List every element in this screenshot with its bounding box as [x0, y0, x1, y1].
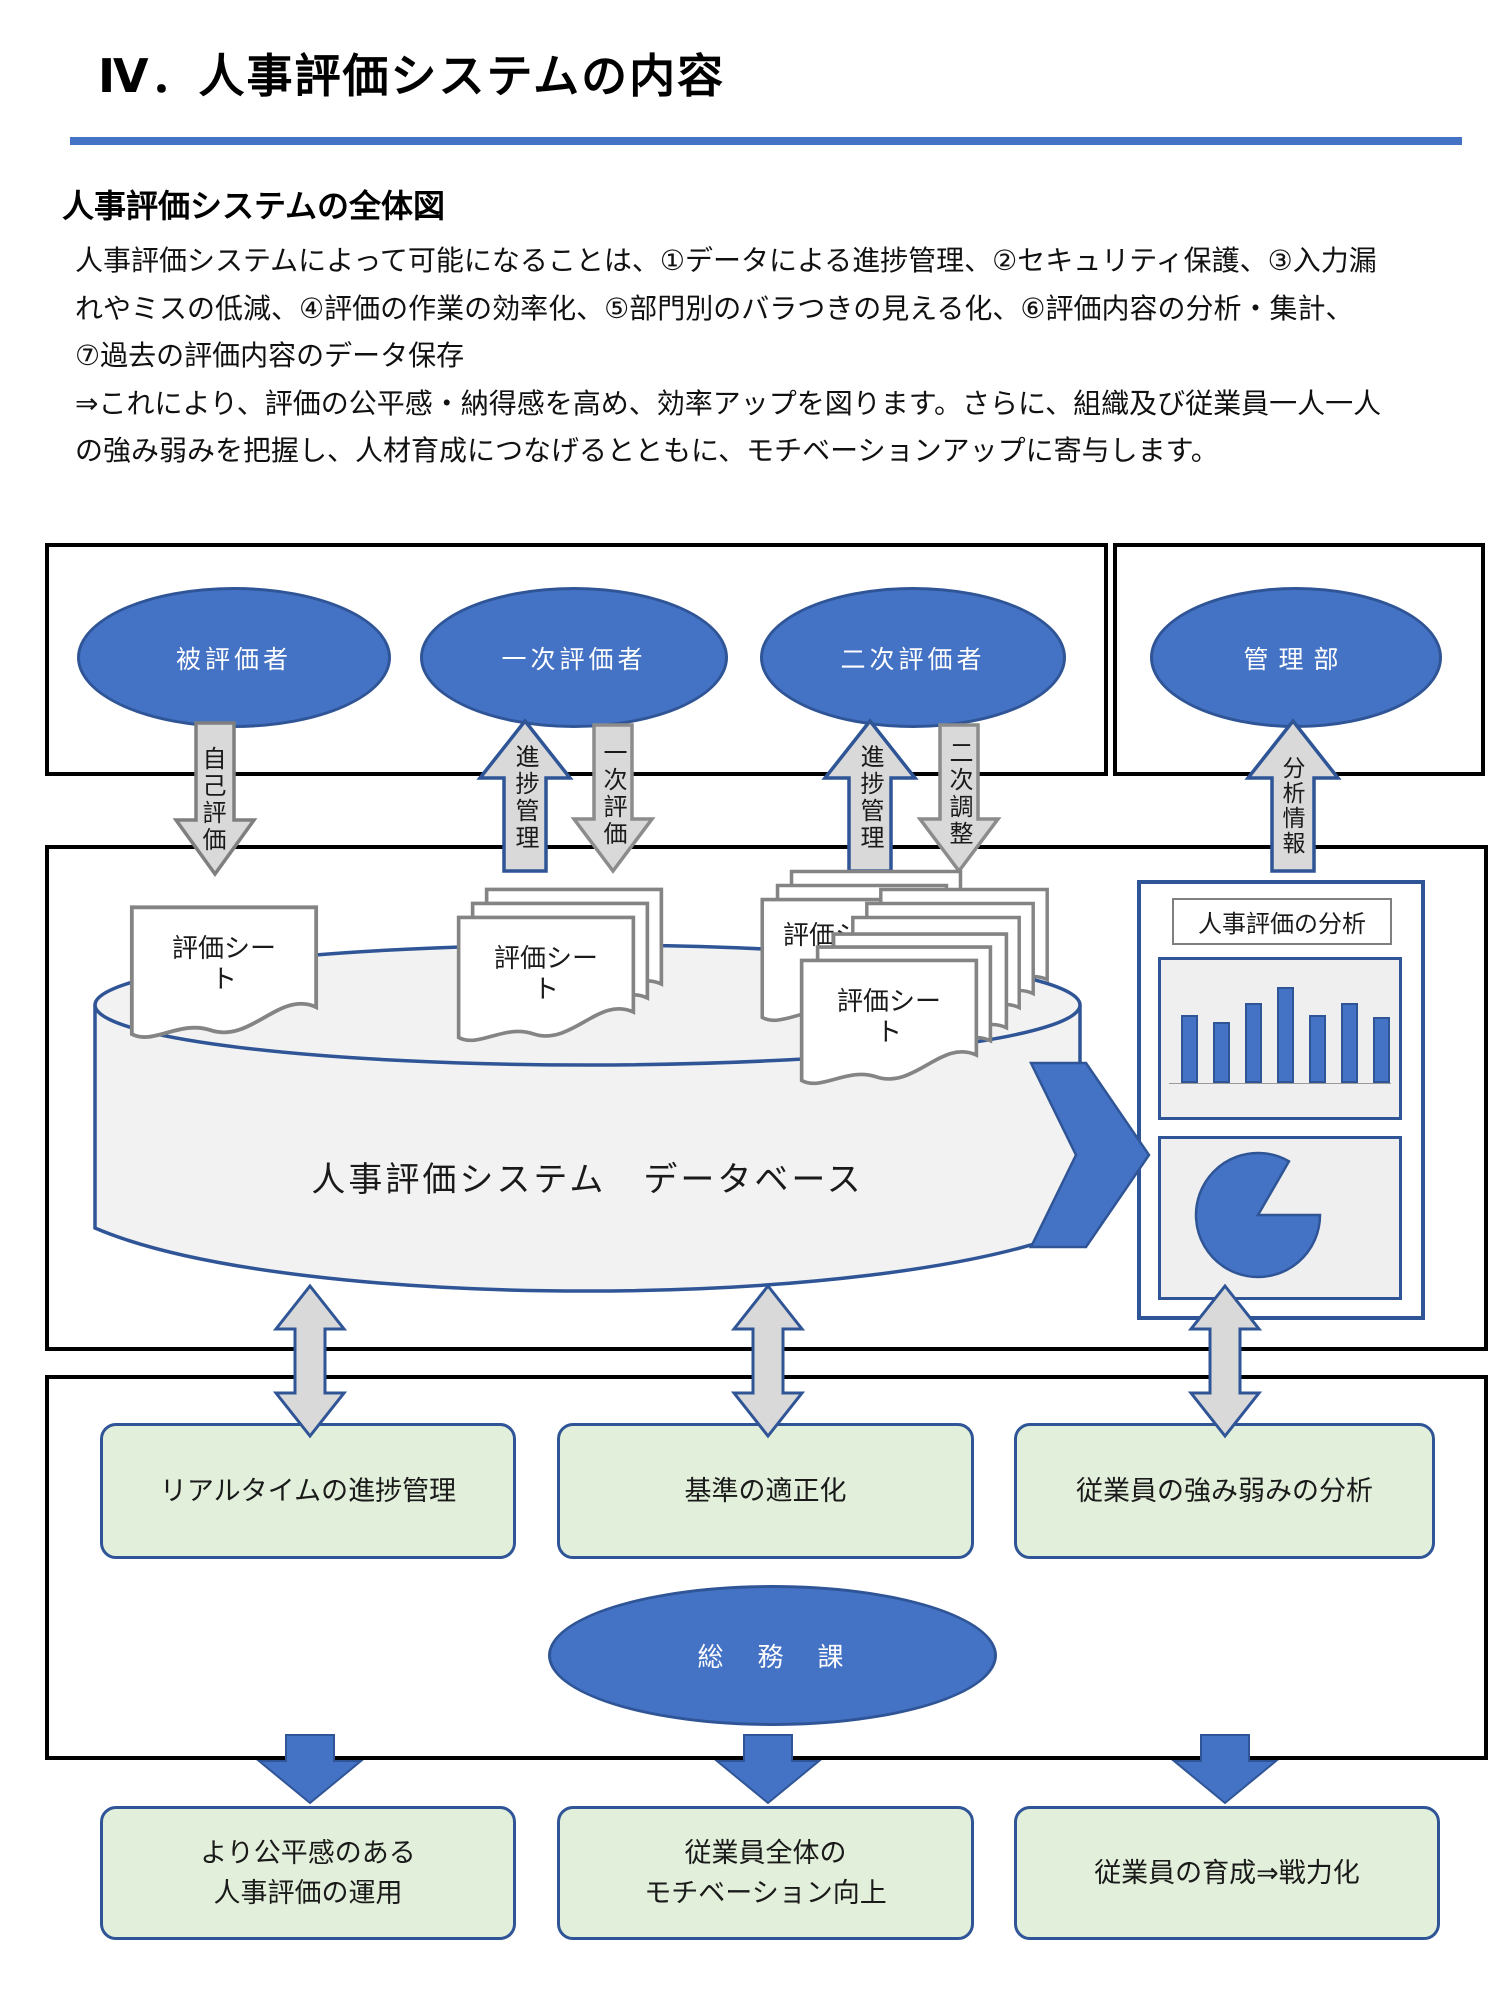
bar-chart-bar [1213, 1022, 1230, 1083]
double-arrow-icon [730, 1283, 806, 1439]
second-adjustment-label: 二次調整 [945, 740, 972, 848]
first-evaluator-label: 一次評価者 [501, 645, 647, 674]
bar-chart-bar [1373, 1017, 1390, 1083]
section-heading: 人事評価システムの全体図 [62, 188, 446, 224]
intro-line: 人事評価システムによって可能になることは、①データによる進捗管理、②セキュリティ… [75, 245, 1377, 276]
final-outcome-development: 従業員の育成⇒戦力化 [1014, 1806, 1440, 1940]
first-evaluation-label: 一次評価 [599, 740, 626, 848]
second-evaluator-label: 二次評価者 [840, 645, 986, 674]
evaluation-sheet-icon [799, 958, 979, 1086]
intro-line: ⑦過去の評価内容のデータ保存 [75, 340, 465, 371]
final-arrow-icon [714, 1734, 822, 1805]
general-affairs-label: 総 務 課 [697, 1642, 848, 1672]
database-to-analysis-arrow-icon [1028, 1061, 1151, 1249]
intro-line: ⇒これにより、評価の公平感・納得感を高め、効率アップを図ります。さらに、組織及び… [75, 387, 1382, 419]
admin-dept-label: 管理部 [1243, 645, 1349, 674]
pie-chart-panel [1158, 1136, 1402, 1300]
first-evaluation-arrow-icon [570, 723, 656, 874]
bar-chart-bar [1277, 987, 1294, 1083]
second-adjustment-arrow-icon [916, 723, 1002, 874]
intro-line: れやミスの低減、④評価の作業の効率化、⑤部門別のバラつきの見える化、⑥評価内容の… [75, 292, 1354, 324]
double-arrow-icon [1187, 1283, 1263, 1439]
intro-line: の強み弱みを把握し、人材育成につなげるとともに、モチベーションアップに寄与します… [75, 435, 1219, 466]
pie-chart-icon [1194, 1151, 1322, 1279]
progress-management-label: 進捗管理 [511, 744, 538, 852]
general-affairs-ellipse: 総 務 課 [548, 1585, 997, 1726]
evaluation-sheet-label: 評価シー ト [836, 986, 941, 1047]
bar-chart-bar [1309, 1015, 1326, 1083]
outcome-standards: 基準の適正化 [557, 1423, 974, 1559]
final-arrow-icon [256, 1734, 364, 1805]
self-evaluation-label: 自己評価 [198, 746, 225, 854]
admin-dept-ellipse: 管理部 [1150, 587, 1442, 728]
evaluation-sheet-label: 評価シー ト [493, 943, 598, 1004]
page-title: Ⅳ．人事評価システムの内容 [98, 50, 726, 102]
analysis-info-arrow-icon [1244, 718, 1342, 873]
final-outcome-fair-evaluation: より公平感のある 人事評価の運用 [100, 1806, 516, 1940]
title-underline [70, 137, 1462, 145]
evaluation-sheet-icon [129, 905, 319, 1039]
bar-chart-bar [1181, 1015, 1198, 1083]
database-label: 人事評価システム データベース [311, 1161, 864, 1199]
double-arrow-icon [272, 1283, 348, 1439]
progress-management-label: 進捗管理 [856, 744, 883, 852]
final-outcome-motivation: 従業員全体の モチベーション向上 [557, 1806, 974, 1940]
bar-chart-bar [1245, 1003, 1262, 1083]
analysis-info-label: 分析情報 [1279, 756, 1305, 856]
bar-chart-panel [1158, 957, 1402, 1120]
second-evaluator-ellipse: 二次評価者 [760, 587, 1066, 728]
outcome-strengths-analysis: 従業員の強み弱みの分析 [1014, 1423, 1435, 1559]
analysis-panel-title: 人事評価の分析 [1172, 898, 1392, 945]
intro-paragraph: 人事評価システムによって可能になることは、①データによる進捗管理、②セキュリティ… [75, 237, 1480, 475]
final-arrow-icon [1171, 1734, 1279, 1805]
progress-management-up-arrow-icon [476, 718, 574, 873]
evaluation-sheet-icon [456, 915, 636, 1043]
evaluators-box [45, 543, 1108, 776]
self-evaluation-arrow-icon [172, 721, 258, 877]
first-evaluator-ellipse: 一次評価者 [420, 587, 728, 728]
evaluatee-ellipse: 被評価者 [77, 587, 391, 728]
bar-chart-baseline [1169, 1083, 1391, 1084]
evaluation-sheet-label: 評価シー ト [171, 933, 276, 994]
evaluatee-label: 被評価者 [175, 645, 292, 674]
outcome-realtime-progress: リアルタイムの進捗管理 [100, 1423, 516, 1559]
bar-chart-bar [1341, 1003, 1358, 1083]
